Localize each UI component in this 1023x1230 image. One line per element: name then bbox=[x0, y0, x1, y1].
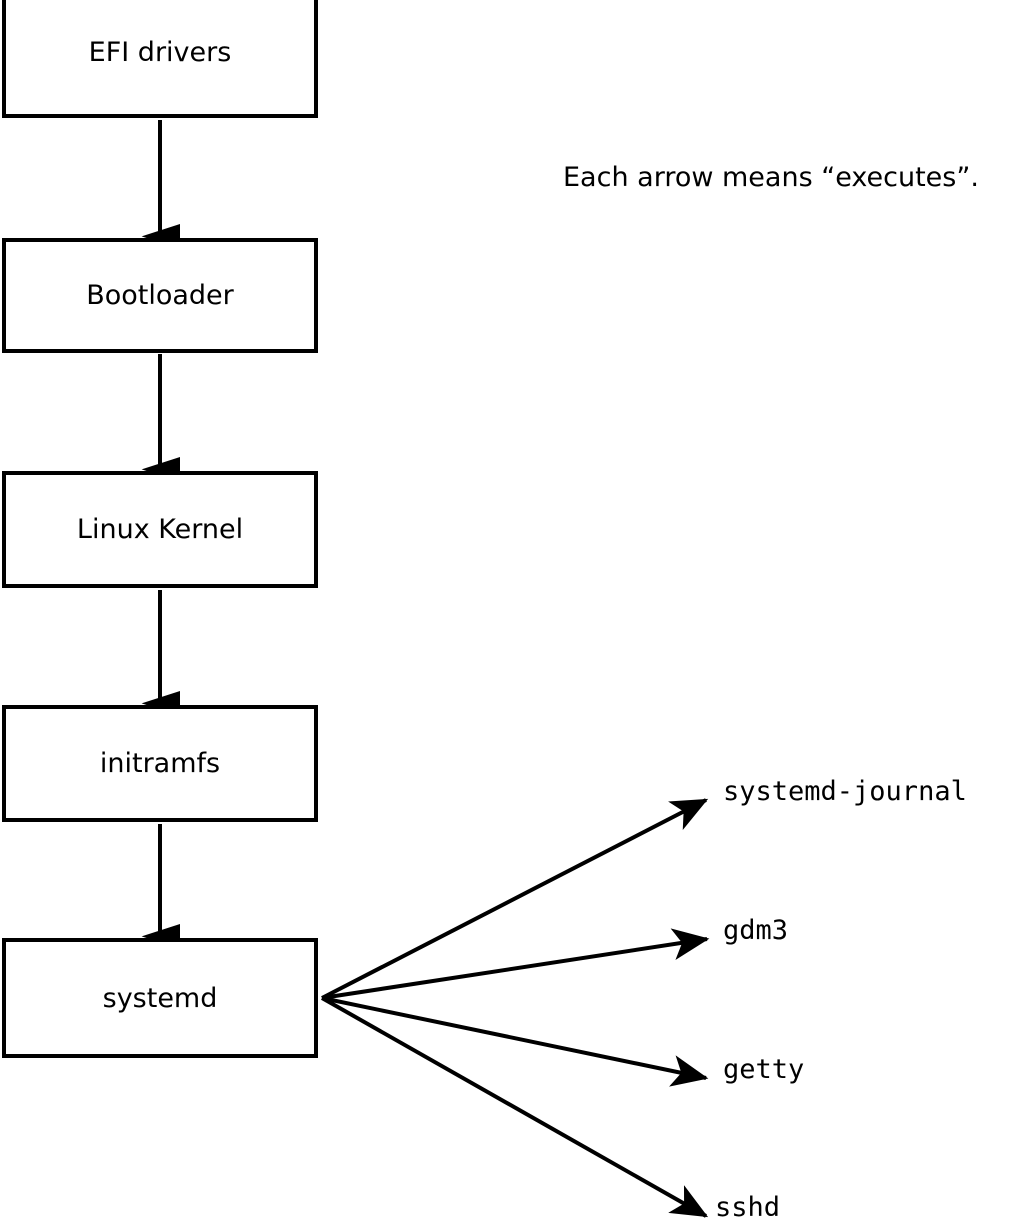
process-box-label: EFI drivers bbox=[88, 36, 232, 68]
fanout-arrow-group bbox=[321, 798, 710, 1218]
service-label-gdm3[interactable]: gdm3 bbox=[723, 915, 789, 946]
service-label-sshd[interactable]: sshd bbox=[715, 1192, 781, 1223]
process-box-linux-kernel[interactable]: Linux Kernel bbox=[2, 471, 318, 588]
service-label-getty[interactable]: getty bbox=[723, 1054, 805, 1085]
arrow-systemd-to-systemd-journal bbox=[321, 798, 709, 1000]
arrow-systemd-to-sshd bbox=[321, 996, 709, 1218]
arrow-systemd-to-getty bbox=[321, 996, 709, 1087]
service-label-systemd-journal[interactable]: systemd-journal bbox=[723, 776, 967, 807]
process-box-label: Linux Kernel bbox=[76, 514, 244, 545]
process-box-label: Bootloader bbox=[86, 280, 234, 311]
process-box-label: systemd bbox=[102, 982, 218, 1014]
process-box-bootloader[interactable]: Bootloader bbox=[2, 238, 318, 353]
arrow-systemd-to-gdm3 bbox=[321, 928, 710, 1000]
process-box-efi-drivers[interactable]: EFI drivers bbox=[2, 0, 318, 118]
legend-note: Each arrow means “executes”. bbox=[563, 162, 979, 193]
process-box-label: initramfs bbox=[99, 748, 221, 779]
process-box-systemd[interactable]: systemd bbox=[2, 938, 318, 1058]
process-box-initramfs[interactable]: initramfs bbox=[2, 705, 318, 822]
